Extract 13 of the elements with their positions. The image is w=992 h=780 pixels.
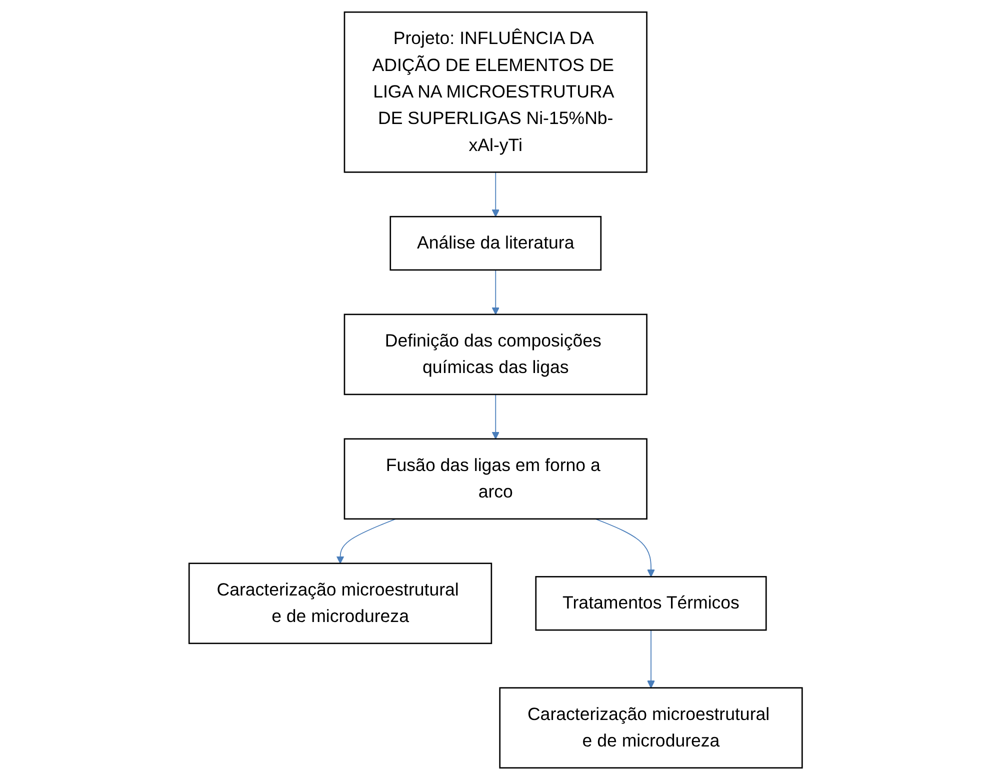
node-box: Análise da literatura	[390, 216, 602, 271]
arrow	[595, 518, 656, 578]
node-box: Projeto: INFLUÊNCIA DA ADIÇÃO DE ELEMENTOS DE LIGA NA MICROESTRUTURA DE SUPERLIGAS Ni-15%Nb-xAl-yTi	[344, 11, 648, 173]
arrow	[492, 270, 500, 315]
arrow	[492, 394, 500, 440]
node-box: Fusão das ligas em forno a arco	[344, 438, 648, 520]
node-box: Tratamentos Térmicos	[536, 576, 768, 631]
arrow	[647, 630, 656, 688]
node-box: Caracterização microestrutural e de microdureza	[188, 562, 492, 644]
node-box: Definição das composições químicas das ligas	[344, 314, 648, 396]
node-box: Caracterização microestrutural e de microdureza	[500, 687, 804, 769]
arrow	[492, 172, 500, 217]
arrow	[336, 518, 397, 564]
